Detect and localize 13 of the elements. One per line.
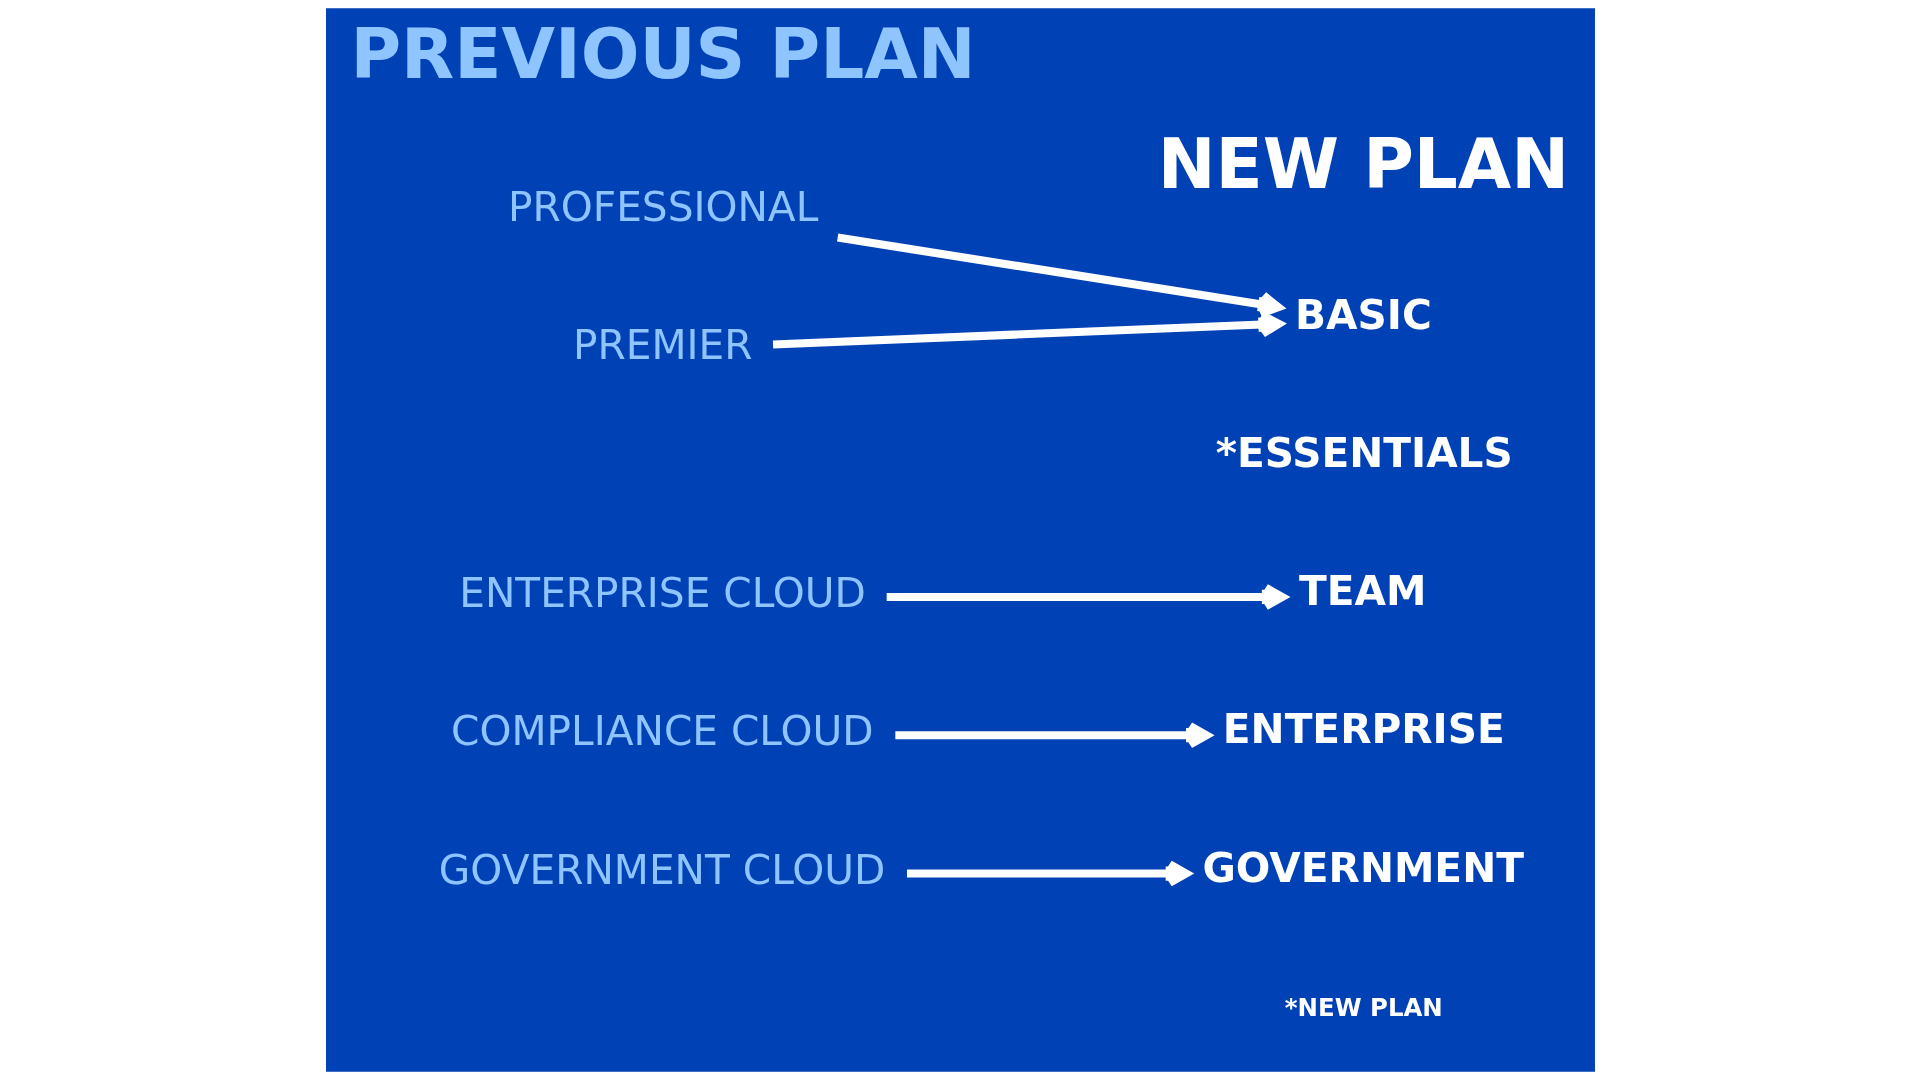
node-text: GOVERNMENT CLOUD [438,845,885,894]
node-text: PREMIER [572,321,753,369]
label: PREVIOUS PLAN [349,13,976,94]
node-text: PROFESSIONAL [507,182,818,231]
node-text: BASIC [1294,290,1432,339]
label: *ESSENTIALS [1215,428,1513,477]
node-text: ENTERPRISE [1222,705,1505,754]
node-text: ENTERPRISE CLOUD [458,569,866,618]
label: *NEW PLAN [1284,993,1443,1023]
node-text: TEAM [1298,567,1427,616]
node-text: COMPLIANCE CLOUD [450,707,874,756]
label: NEW PLAN [1157,123,1569,204]
node-text: GOVERNMENT [1202,843,1524,892]
